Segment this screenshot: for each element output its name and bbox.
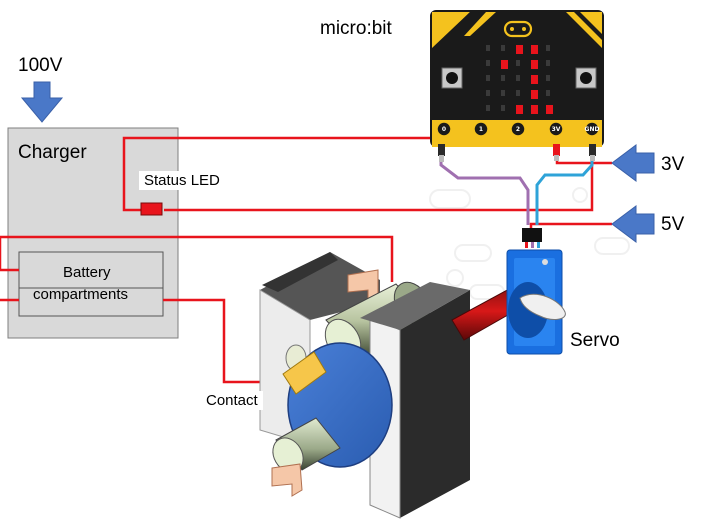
supply-5v-label: 5V <box>661 214 685 235</box>
servo-connector <box>522 228 542 242</box>
led-1-3 <box>531 60 538 69</box>
clip-3v <box>553 144 560 161</box>
led-3-3 <box>531 90 538 99</box>
led-3-0 <box>486 90 490 96</box>
clip-gnd <box>589 144 596 161</box>
status-led <box>140 202 163 216</box>
led-4-0 <box>486 105 490 111</box>
arrow-down-icon <box>20 81 64 123</box>
led-3-4 <box>546 90 550 96</box>
led-2-2 <box>516 75 520 81</box>
battery-compartment-bottom <box>18 287 164 317</box>
led-4-1 <box>501 105 505 111</box>
lower-roller <box>272 417 341 473</box>
led-4-2 <box>516 105 523 114</box>
led-matrix <box>486 45 553 114</box>
servo-label: Servo <box>570 330 620 351</box>
led-0-2 <box>516 45 523 54</box>
pin-label-0: 0 <box>442 126 446 133</box>
supply-3v-label: 3V <box>661 154 685 175</box>
led-0-3 <box>531 45 538 54</box>
led-4-3 <box>531 105 538 114</box>
charger-title: Charger <box>18 142 87 163</box>
led-0-1 <box>501 45 505 51</box>
pin-label-3v: 3V <box>552 126 561 133</box>
wire-signal <box>439 153 530 225</box>
led-2-3 <box>531 75 538 84</box>
led-2-4 <box>546 75 550 81</box>
servo-motor <box>506 249 566 355</box>
pin-label-gnd: GND <box>585 126 600 133</box>
contact-label: Contact <box>201 391 263 410</box>
clip-pin0 <box>438 144 445 162</box>
led-3-1 <box>501 90 505 96</box>
battery-label-line2: compartments <box>33 286 129 303</box>
background-pattern <box>429 187 630 300</box>
led-1-0 <box>486 60 490 66</box>
microbit-label: micro:bit <box>320 18 392 39</box>
pin-label-2: 2 <box>516 126 520 133</box>
voltage-input-label: 100V <box>18 55 63 76</box>
led-1-1 <box>501 60 508 69</box>
led-2-0 <box>486 75 490 81</box>
battery-label-line1: Battery <box>63 264 111 281</box>
status-led-label: Status LED <box>139 171 225 190</box>
led-2-1 <box>501 75 505 81</box>
pin-label-1: 1 <box>479 126 483 133</box>
dispenser-mechanism <box>259 252 535 519</box>
arrow-left-icon-5v <box>611 205 655 243</box>
microbit-board: 0 1 2 3V GND <box>430 10 604 147</box>
led-0-4 <box>546 45 550 51</box>
led-0-0 <box>486 45 490 51</box>
led-3-2 <box>516 90 520 96</box>
wire-ground <box>535 152 594 225</box>
led-1-4 <box>546 60 550 66</box>
led-4-4 <box>546 105 553 114</box>
arrow-left-icon <box>611 144 655 182</box>
contact-plate <box>282 351 327 395</box>
led-1-2 <box>516 60 520 66</box>
servo-horn <box>519 293 566 320</box>
